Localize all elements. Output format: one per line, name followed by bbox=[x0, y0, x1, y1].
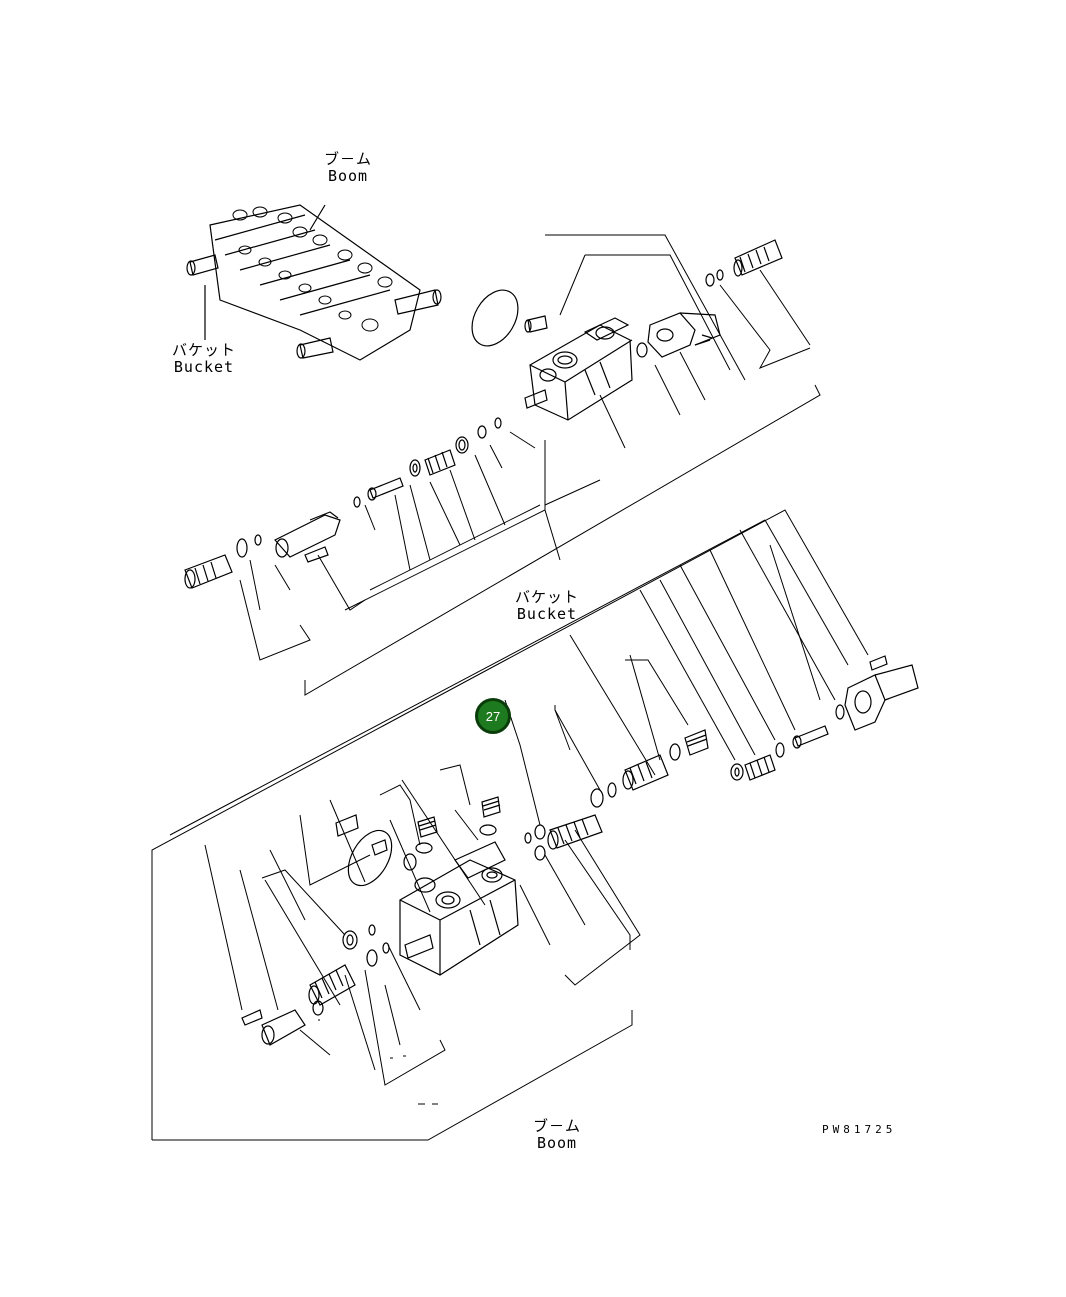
label-boom-bottom-jp: ブ－ム bbox=[532, 1117, 581, 1135]
label-boom-bottom-en: Boom bbox=[536, 1134, 578, 1152]
boom-section-lower bbox=[152, 510, 918, 1140]
boom-valve-body bbox=[400, 842, 518, 975]
relief-valve-middle-right bbox=[591, 730, 708, 807]
spool-lower-middle bbox=[525, 815, 602, 860]
label-bucket-left-jp: バケット bbox=[172, 341, 237, 359]
label-bucket-left-en: Bucket bbox=[173, 358, 235, 376]
flange-lower-right bbox=[845, 656, 918, 730]
spool-row-upper bbox=[185, 418, 501, 588]
bucket-valve-body bbox=[525, 318, 632, 420]
relief-valve-upper-right bbox=[706, 240, 782, 286]
drawing-code: PW81725 bbox=[822, 1123, 897, 1136]
spring-lower-right bbox=[731, 705, 844, 780]
bucket-section-upper bbox=[185, 235, 820, 695]
leader-lines-upper bbox=[240, 235, 820, 695]
flange-lower-left bbox=[242, 1010, 305, 1045]
label-bucket-mid-en: Bucket bbox=[516, 605, 578, 623]
o-ring-large-lower bbox=[339, 823, 400, 893]
label-boom-top-en: Boom bbox=[327, 167, 369, 185]
valve-assembly-overview bbox=[187, 205, 441, 360]
spring-caps bbox=[416, 797, 500, 853]
o-ring-large bbox=[463, 282, 528, 354]
label-boom-top-jp: ブ－ム bbox=[323, 150, 372, 168]
relief-valve-lower-left bbox=[309, 965, 355, 1015]
leader-lines-lower bbox=[152, 510, 868, 1140]
flange-upper bbox=[637, 313, 720, 357]
plug-pin bbox=[525, 316, 547, 332]
label-bucket-mid-jp: バケット bbox=[515, 588, 580, 606]
callout-part-27[interactable]: 27 bbox=[475, 698, 511, 734]
